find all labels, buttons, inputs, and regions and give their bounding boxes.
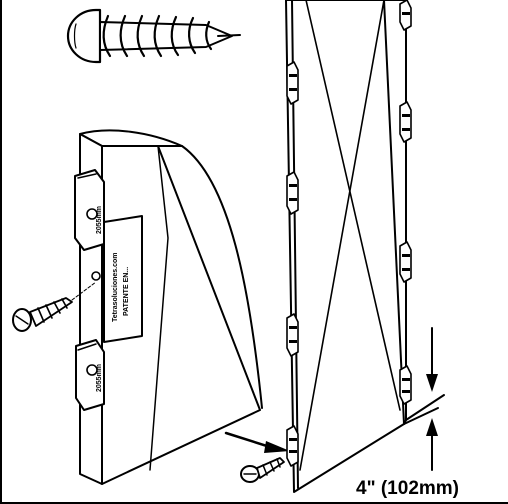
bracket-stamp-face-2: PATENTE EN...: [123, 267, 130, 316]
small-screw-left-icon: [12, 281, 97, 332]
bracket-icon: 2055mm Tetrasoluciones.com PATENTE EN...…: [74, 169, 143, 411]
small-screw-bottom-icon: [240, 457, 285, 483]
bracket-stamp-face-1: Tetrasoluciones.com: [112, 252, 119, 322]
large-screw-icon: [66, 8, 241, 64]
arrow-icon: [224, 431, 290, 453]
clearance-label: 4" (102mm): [356, 478, 459, 499]
clearance-dimension: 4" (102mm): [356, 327, 459, 499]
bracket-stamp-upper: 2055mm: [96, 206, 103, 234]
panel: [285, 0, 412, 493]
bracket-stamp-lower: 2055mm: [96, 364, 103, 392]
